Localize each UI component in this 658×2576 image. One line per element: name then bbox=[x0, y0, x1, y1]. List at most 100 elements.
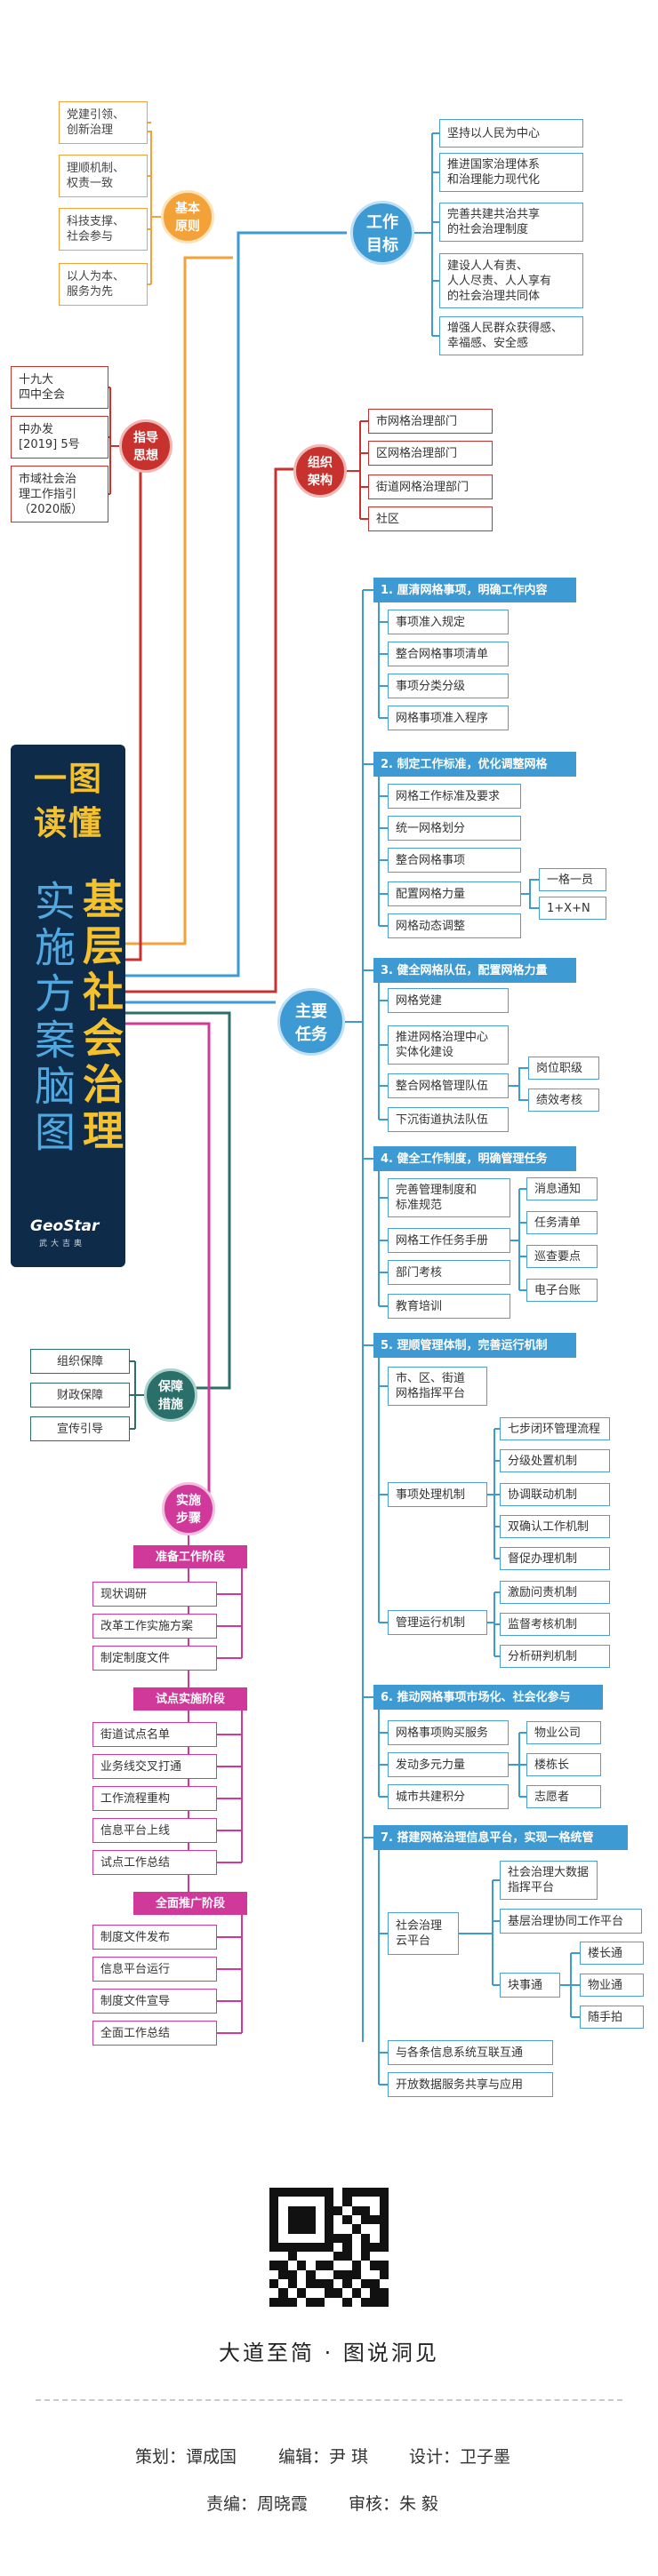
guarantee-item: 宣传引导 bbox=[30, 1416, 130, 1441]
task-item: 与各条信息系统互联互通 bbox=[388, 2040, 553, 2065]
goal-item: 完善共建共治共享 的社会治理制度 bbox=[439, 203, 583, 242]
task-item: 市、区、街道 网格指挥平台 bbox=[388, 1367, 487, 1406]
guarantee-item: 财政保障 bbox=[30, 1383, 130, 1408]
task-item: 事项准入规定 bbox=[388, 610, 509, 634]
task-item: 配置网格力量 bbox=[388, 881, 521, 906]
org-item: 市网格治理部门 bbox=[368, 409, 493, 434]
goal-item: 推进国家治理体系 和治理能力现代化 bbox=[439, 153, 583, 192]
task-subitem: 基层治理协同工作平台 bbox=[500, 1909, 642, 1934]
guiding-item: 市域社会治 理工作指引 （2020版） bbox=[11, 466, 108, 522]
task-item: 网格事项购买服务 bbox=[388, 1720, 509, 1745]
connector-line bbox=[125, 231, 347, 977]
task-subitem: 社会治理大数据 指挥平台 bbox=[500, 1861, 598, 1900]
goals-node-line: 工作 bbox=[366, 213, 398, 232]
org-item: 街道网格治理部门 bbox=[368, 475, 493, 499]
task-item: 网格事项准入程序 bbox=[388, 706, 509, 730]
org-structure-node-line: 架构 bbox=[308, 474, 333, 488]
task-item: 统一网格划分 bbox=[388, 816, 521, 841]
step-item: 制定制度文件 bbox=[92, 1646, 217, 1671]
goals-node: 工作目标 bbox=[350, 201, 414, 265]
task-subitem: 志愿者 bbox=[526, 1785, 601, 1808]
credit-planner: 策划：谭成国 bbox=[135, 2447, 237, 2467]
task-item: 推进网格治理中心 实体化建设 bbox=[388, 1025, 509, 1065]
task-subitem: 绩效考核 bbox=[528, 1089, 599, 1112]
principle-item: 以人为本、 服务为先 bbox=[59, 263, 148, 306]
step-phase-header: 试点实施阶段 bbox=[133, 1687, 247, 1711]
step-item: 试点工作总结 bbox=[92, 1850, 217, 1875]
goals-node-line: 目标 bbox=[366, 236, 398, 255]
connector-line bbox=[146, 131, 161, 218]
connector-line bbox=[125, 256, 233, 945]
task-group-header: 2. 制定工作标准，优化调整网格 bbox=[373, 752, 576, 777]
title-main: 基层社会治理 bbox=[76, 878, 124, 1155]
task-subitem: 分级处置机制 bbox=[500, 1449, 610, 1472]
task-subitem: 楼栋长 bbox=[526, 1753, 601, 1776]
task-subitem: 一格一员 bbox=[539, 868, 606, 891]
task-item: 整合网格事项 bbox=[388, 848, 521, 873]
task-subitem: 物业公司 bbox=[526, 1721, 601, 1744]
task-item: 网格动态调整 bbox=[388, 913, 521, 938]
connector-line bbox=[125, 437, 142, 961]
guarantee-node: 保障措施 bbox=[144, 1368, 197, 1422]
credit-editor: 编辑：尹 琪 bbox=[278, 2447, 369, 2467]
task-subitem: 监督考核机制 bbox=[500, 1613, 610, 1636]
title-sub: 实施方案脑图 bbox=[28, 880, 76, 1157]
task-subitem: 块事通 bbox=[500, 1973, 560, 1998]
step-phase-header: 全面推广阶段 bbox=[133, 1892, 247, 1915]
principle-item: 科技支撑、 社会参与 bbox=[59, 208, 148, 251]
connector-line bbox=[509, 1067, 528, 1087]
task-item: 网格党建 bbox=[388, 988, 509, 1013]
main-tasks-node-line: 主要 bbox=[295, 1002, 327, 1021]
task-group-header: 4. 健全工作制度，明确管理任务 bbox=[373, 1146, 576, 1171]
connector-line bbox=[521, 879, 539, 895]
task-subitem: 巡查要点 bbox=[526, 1245, 598, 1268]
task-subitem: 物业通 bbox=[580, 1974, 644, 1997]
step-item: 改革工作实施方案 bbox=[92, 1614, 217, 1639]
step-phase-header: 准备工作阶段 bbox=[133, 1545, 247, 1568]
org-structure-node: 组织架构 bbox=[293, 444, 347, 498]
task-subitem: 七步闭环管理流程 bbox=[500, 1417, 610, 1440]
guarantee-node-line: 保障 bbox=[158, 1380, 183, 1394]
qr-code bbox=[269, 2188, 389, 2307]
task-subitem: 协调联动机制 bbox=[500, 1483, 610, 1506]
task-subitem: 电子台账 bbox=[526, 1279, 598, 1302]
guiding-item: 十九大 四中全会 bbox=[11, 366, 108, 409]
basic-principles-node-line: 原则 bbox=[175, 219, 200, 234]
steps-node: 实施步骤 bbox=[162, 1482, 215, 1535]
task-subitem: 1+X+N bbox=[539, 897, 606, 920]
step-item: 工作流程重构 bbox=[92, 1786, 217, 1811]
step-item: 街道试点名单 bbox=[92, 1722, 217, 1747]
title-panel: 一图读懂 基层社会治理 实施方案脑图 GeoStar 武大吉奥 bbox=[11, 745, 125, 1267]
task-item: 发动多元力量 bbox=[388, 1752, 509, 1777]
connector-line bbox=[125, 1011, 231, 1390]
connector-line bbox=[125, 1022, 211, 1503]
task-subitem: 楼长通 bbox=[580, 1942, 644, 1965]
task-group-header: 6. 推动网格事项市场化、社会化参与 bbox=[373, 1685, 603, 1710]
step-item: 现状调研 bbox=[92, 1582, 217, 1607]
main-tasks-node-line: 任务 bbox=[295, 1025, 327, 1044]
task-item: 网格工作标准及要求 bbox=[388, 784, 521, 809]
task-group-header: 5. 理顺管理体制，完善运行机制 bbox=[373, 1333, 576, 1358]
task-item: 城市共建积分 bbox=[388, 1784, 509, 1809]
credit-designer: 设计：卫子墨 bbox=[409, 2447, 511, 2467]
task-item: 下沉街道执法队伍 bbox=[388, 1107, 509, 1132]
task-item: 网格工作任务手册 bbox=[388, 1228, 510, 1253]
credit-reviewer: 审核：朱 毅 bbox=[349, 2494, 439, 2514]
guiding-thought-node: 指导思想 bbox=[119, 419, 173, 473]
step-item: 信息平台运行 bbox=[92, 1957, 217, 1982]
task-group-header: 1. 厘清网格事项，明确工作内容 bbox=[373, 578, 576, 602]
step-item: 制度文件宣导 bbox=[92, 1989, 217, 2014]
task-item: 事项处理机制 bbox=[388, 1482, 487, 1507]
footer-divider bbox=[36, 2399, 622, 2401]
goal-item: 建设人人有责、 人人尽责、人人享有 的社会治理共同体 bbox=[439, 253, 583, 308]
steps-node-line: 实施 bbox=[176, 1494, 201, 1508]
task-item: 开放数据服务共享与应用 bbox=[388, 2072, 553, 2097]
geostar-logo: GeoStar bbox=[30, 1217, 100, 1235]
step-item: 业务线交叉打通 bbox=[92, 1754, 217, 1779]
org-structure-node-line: 组织 bbox=[308, 456, 333, 470]
connector-line bbox=[125, 467, 293, 993]
task-item: 整合网格管理队伍 bbox=[388, 1073, 509, 1098]
principle-item: 理顺机制、 权责一致 bbox=[59, 155, 148, 197]
task-item: 教育培训 bbox=[388, 1294, 510, 1319]
basic-principles-node: 基本原则 bbox=[161, 190, 214, 243]
